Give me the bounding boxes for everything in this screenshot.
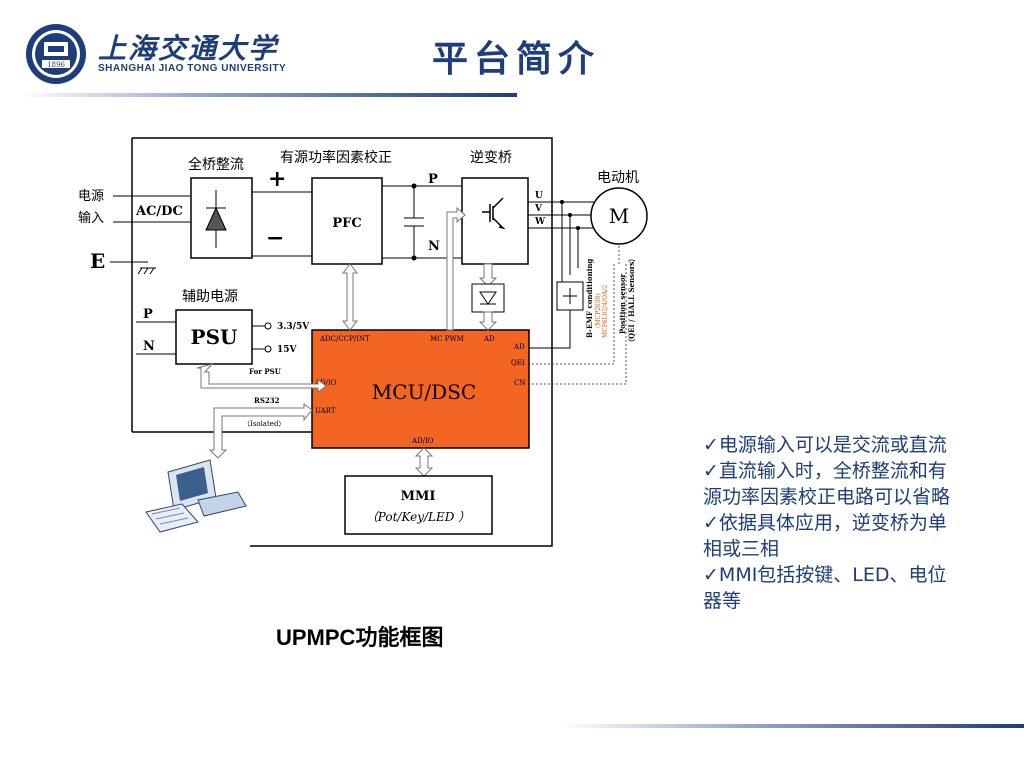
slide-title: 平台简介 — [432, 38, 601, 80]
position-sensor-sub: （QEI / HALL Sensors） — [627, 255, 636, 346]
bridge-rectifier-block — [190, 177, 253, 259]
psu-out-15-terminal — [264, 345, 272, 353]
inverter-label: 逆变桥 — [470, 150, 512, 166]
diode-symbol — [205, 190, 227, 248]
mcu-cn-pin: CN — [514, 379, 525, 387]
feedback-cn — [528, 264, 627, 385]
acdc-label: AC/DC — [135, 204, 183, 219]
bemf-symbol — [563, 288, 577, 304]
bridge-label: 全桥整流 — [188, 156, 244, 173]
mcu-ad-right-pin: AD — [513, 343, 525, 351]
note-item: ✓直流输入时，全桥整流和有源功率因素校正电路可以省略 — [703, 460, 951, 508]
arrow-pfc-mcu — [341, 263, 359, 331]
logo-english: SHANGHAI JIAO TONG UNIVERSITY — [98, 63, 287, 74]
mcu-block — [311, 329, 530, 449]
note-item: ✓MMI包括按键、LED、电位器等 — [703, 564, 947, 612]
footer-divider — [560, 724, 1024, 728]
psu-block — [175, 309, 253, 365]
phase-w: W — [534, 217, 546, 227]
mcu-label: MCU/DSC — [372, 380, 476, 404]
plus-sign: + — [268, 166, 286, 192]
psu-n-label: N — [143, 339, 155, 354]
university-seal-logo: 1896 — [26, 24, 86, 84]
mcu-ad-top-pin: AD — [483, 335, 495, 343]
isolated-label: （Isolated） — [243, 420, 285, 428]
psu-p-label: P — [143, 307, 153, 322]
ground-symbol — [137, 267, 156, 275]
arrow-psu-mcu — [196, 363, 327, 393]
mcu-pwm-pin: MC PWM — [430, 335, 464, 343]
feedback-ad — [528, 310, 571, 349]
bemf-label: B-EMF conditioning — [585, 259, 594, 338]
motor-symbol — [590, 187, 648, 245]
bemf-lines — [561, 202, 579, 282]
rs232-label: RS232 — [254, 396, 280, 405]
position-sensor-label: Position sensor — [618, 273, 627, 334]
notes-list: ✓电源输入可以是交流或直流 ✓直流输入时，全桥整流和有源功率因素校正电路可以省略… — [703, 432, 963, 614]
power-input-label-2: 输入 — [78, 210, 104, 226]
psu-label: PSU — [191, 325, 238, 349]
arrow-pwm-inverter — [446, 206, 466, 331]
psu-out-33-terminal — [264, 322, 272, 330]
for-psu-label: For PSU — [249, 367, 281, 376]
note-item: ✓依据具体应用，逆变桥为单相或三相 — [703, 512, 947, 560]
computer-icon — [145, 459, 247, 533]
mmi-sub-label: （Pot/Key/LED ） — [366, 510, 470, 524]
seal-year: 1896 — [47, 61, 65, 69]
feedback-qei — [528, 246, 620, 365]
mcu-adio-bottom-pin: AD/IO — [411, 437, 434, 445]
arrow-uart-pc — [208, 403, 313, 459]
inverter-sense-block — [471, 283, 505, 313]
outer-frame — [132, 137, 553, 547]
mcu-uart-pin: UART — [315, 407, 336, 415]
mcu-adio-left-pin: AD/IO — [314, 379, 337, 387]
mcu-adc-pin: ADC/CCP/INT — [319, 335, 370, 343]
rail-p-label: P — [428, 172, 438, 187]
bemf-block — [556, 281, 584, 311]
earth-label: E — [90, 249, 105, 273]
mmi-label: MMI — [401, 489, 436, 504]
motor-label: 电动机 — [597, 170, 639, 186]
aux-power-label: 辅助电源 — [182, 289, 238, 305]
arrow-inverter-ad — [478, 263, 498, 287]
motor-m: M — [609, 204, 629, 228]
phase-u: U — [535, 191, 543, 201]
note-item: ✓电源输入可以是交流或直流 — [703, 434, 947, 456]
bemf-sub1: (MCP2030) — [595, 293, 602, 328]
arrow-sense-mcu — [478, 311, 498, 331]
logo-chinese: 上海交通大学 — [98, 32, 279, 65]
mcu-qei-pin: QEI — [511, 359, 525, 367]
rail-n-label: N — [428, 239, 440, 254]
header-divider — [20, 93, 517, 97]
arrow-mcu-mmi — [414, 447, 434, 477]
bemf-sub2: MCP6L02/4/OA/2 — [602, 285, 609, 338]
out-33-label: 3.3/5V — [277, 322, 310, 332]
power-input-label-1: 电源 — [78, 189, 104, 204]
capacitor-symbol — [404, 186, 424, 258]
inverter-sense-symbol — [479, 291, 497, 305]
minus-sign: − — [266, 225, 284, 251]
mmi-block — [344, 475, 493, 535]
pfc-block — [311, 177, 383, 265]
out-15-label: 15V — [277, 345, 298, 355]
diagram-caption: UPMPC功能框图 — [276, 625, 444, 650]
pfc-label: PFC — [332, 216, 361, 231]
pfc-title: 有源功率因素校正 — [280, 149, 392, 166]
igbt-symbol — [482, 197, 506, 230]
phase-v: V — [534, 204, 543, 214]
